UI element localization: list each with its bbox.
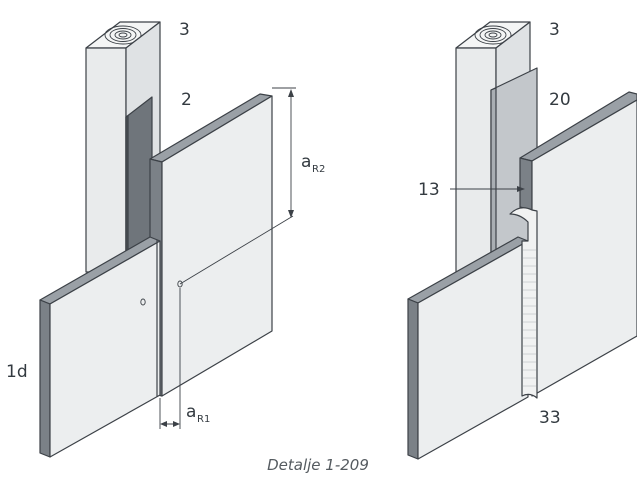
right-board-front-edge xyxy=(407,298,419,460)
right-label-gap: 13 xyxy=(418,180,440,200)
right-board-front-face xyxy=(417,240,529,460)
left-screw-mark-1 xyxy=(140,298,146,306)
left-label-strip: 2 xyxy=(181,90,192,110)
right-label-joint: 33 xyxy=(539,408,561,428)
dim-aR2 xyxy=(179,87,296,285)
dim-aR2-subscript: R2 xyxy=(312,164,325,175)
left-board-front-edge xyxy=(39,299,51,458)
right-board-right xyxy=(519,91,637,397)
left-screw-mark-2 xyxy=(177,280,183,288)
dim-aR2-arrow-bottom xyxy=(288,210,294,218)
right-strip-shade xyxy=(490,87,497,258)
left-stud-front xyxy=(85,47,127,273)
left-board-right xyxy=(149,93,273,397)
right-board-right-edge xyxy=(519,157,533,211)
right-label-stud: 3 xyxy=(549,20,560,40)
right-board-front xyxy=(407,236,529,460)
left-label-stud: 3 xyxy=(179,20,190,40)
dim-aR1-label: a xyxy=(186,402,196,422)
left-strip-edge xyxy=(125,115,129,263)
left-board-right-face xyxy=(161,95,273,397)
dim-aR1-arrow-right xyxy=(173,421,180,427)
left-detail: a R2 a R1 3 2 1d xyxy=(6,20,325,458)
left-board-front-face xyxy=(49,240,161,458)
dim-aR2-label: a xyxy=(301,152,311,172)
left-board-front xyxy=(39,236,161,458)
dim-aR2-arrow-top xyxy=(288,89,294,97)
figure-caption: Detalje 1-209 xyxy=(267,456,369,474)
left-label-board: 1d xyxy=(6,362,28,382)
right-stud-front xyxy=(455,47,497,273)
right-label-strip: 20 xyxy=(549,90,571,110)
dim-aR1-subscript: R1 xyxy=(197,414,210,425)
left-strip xyxy=(125,96,153,263)
right-sealant-joint xyxy=(509,207,538,399)
left-stud-wood-grain xyxy=(104,25,142,45)
dim-aR1 xyxy=(159,288,181,429)
right-gap-arrow xyxy=(517,186,525,192)
right-sealant-texture xyxy=(523,249,536,387)
right-stud-wood-grain xyxy=(474,25,512,45)
dim-aR1-arrow-left xyxy=(160,421,167,427)
right-detail: 3 20 13 33 xyxy=(407,20,637,460)
